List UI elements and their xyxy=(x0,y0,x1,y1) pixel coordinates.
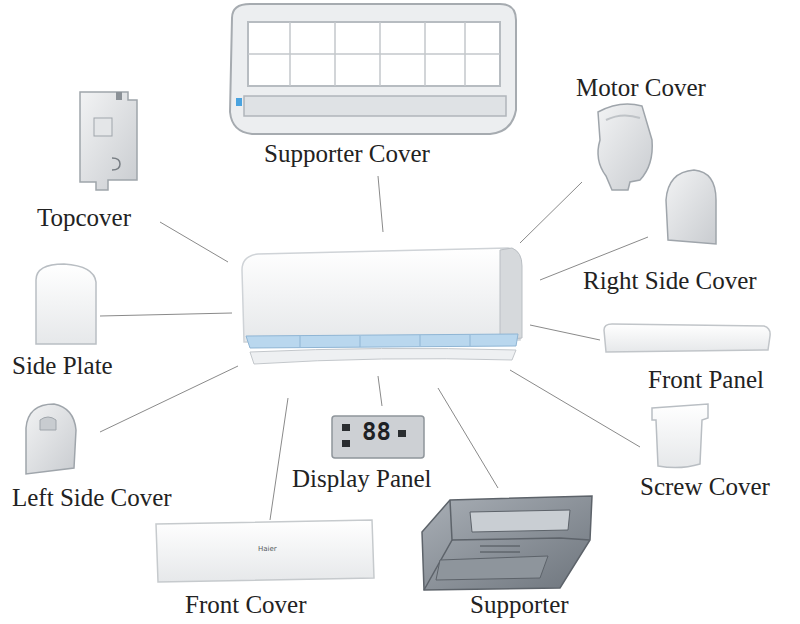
part-label: Supporter Cover xyxy=(264,140,430,168)
part-label: Front Cover xyxy=(185,591,307,619)
part-label: Supporter xyxy=(470,591,569,619)
left-side-cover-figure xyxy=(26,404,76,474)
display-digits: 88 xyxy=(362,420,391,444)
part-label: Right Side Cover xyxy=(583,267,757,295)
display-panel-figure xyxy=(332,416,424,458)
right-side-cover-figure xyxy=(666,170,716,244)
air-conditioner-figure xyxy=(242,248,522,364)
brand-logo: Haier xyxy=(258,546,277,553)
motor-cover-figure xyxy=(598,104,652,190)
screw-cover-figure xyxy=(652,404,708,468)
supporter-cover-figure xyxy=(230,4,516,134)
front-panel-figure xyxy=(604,324,770,352)
part-label: Display Panel xyxy=(292,465,432,493)
side-plate-figure xyxy=(36,264,96,344)
part-label: Left Side Cover xyxy=(12,484,172,512)
supporter-figure xyxy=(422,496,592,590)
front-cover-figure xyxy=(156,520,374,582)
part-label: Motor Cover xyxy=(576,74,706,102)
part-label: Screw Cover xyxy=(640,473,770,501)
topcover-figure xyxy=(80,92,137,190)
part-label: Side Plate xyxy=(12,352,113,380)
part-label: Front Panel xyxy=(648,366,764,394)
part-label: Topcover xyxy=(37,204,131,232)
leader-lines xyxy=(100,176,648,520)
